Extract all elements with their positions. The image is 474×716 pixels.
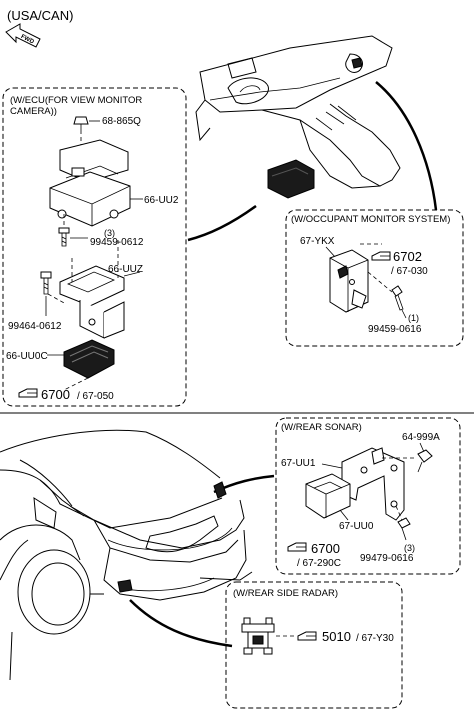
- ecu-title-line1: (W/ECU(FOR VIEW MONITOR: [10, 95, 142, 106]
- region-label: (USA/CAN): [7, 8, 73, 23]
- sonar-group-box: [275, 417, 461, 575]
- radar-ref-sub[interactable]: / 67-Y30: [356, 633, 394, 644]
- label-99479-0616: 99479-0616: [360, 553, 414, 564]
- label-66-uu2: 66-UU2: [144, 195, 179, 206]
- fwd-arrow-icon: FWD: [5, 23, 41, 48]
- label-screw-qty-3: (3): [104, 228, 115, 238]
- ecu-ref-main[interactable]: 6700: [41, 387, 70, 402]
- radar-ref-main[interactable]: 5010: [322, 629, 351, 644]
- label-99459-0612: 99459-0612: [90, 237, 144, 248]
- radar-sensor-part: [241, 617, 275, 655]
- rear-car-illustration: [0, 429, 253, 681]
- pointing-hand-icon: [18, 388, 38, 398]
- label-68-865q: 68-865Q: [102, 116, 141, 127]
- ecu-module-callout: [267, 159, 315, 199]
- screw-99459-0612: [58, 227, 70, 247]
- dashboard-illustration: [195, 35, 401, 189]
- bracket-part: [59, 265, 125, 339]
- pointing-hand-icon: [371, 251, 391, 261]
- leader-radar: [129, 599, 233, 648]
- screw-99479-0616: [397, 517, 411, 541]
- leader-ecu: [187, 204, 257, 242]
- nut-64-999a: [417, 449, 433, 473]
- occupant-screw-qty: (1): [408, 313, 419, 323]
- label-67-ykx: 67-YKX: [300, 236, 335, 247]
- label-67-uu0: 67-UU0: [339, 521, 374, 532]
- label-66-uuz: 66-UUZ: [108, 264, 143, 275]
- pointing-hand-icon: [297, 631, 317, 641]
- label-67-uu1: 67-UU1: [281, 458, 316, 469]
- radar-title: (W/REAR SIDE RADAR): [233, 588, 338, 599]
- occupant-monitor-part: [329, 249, 369, 313]
- ecu-ref-sub[interactable]: / 67-050: [77, 391, 114, 402]
- sonar-ref-sub[interactable]: / 67-290C: [297, 558, 341, 569]
- sonar-ref-main[interactable]: 6700: [311, 541, 340, 556]
- occupant-ref-sub[interactable]: / 67-030: [391, 266, 428, 277]
- bolt-99464-0612: [40, 271, 52, 295]
- pointing-hand-icon: [287, 542, 307, 552]
- ecu-title-line2: CAMERA)): [10, 106, 57, 117]
- sonar-bracket-part: [341, 447, 405, 521]
- label-66-uu0c: 66-UU0C: [6, 351, 48, 362]
- connector-part: [63, 339, 115, 379]
- screw-99459-0616: [391, 285, 404, 311]
- occupant-ref-main[interactable]: 6702: [393, 249, 422, 264]
- radar-group-box: [225, 581, 403, 709]
- label-99464-0612: 99464-0612: [8, 321, 62, 332]
- label-64-999a: 64-999A: [402, 432, 440, 443]
- ecu-unit-part: [49, 139, 131, 227]
- occupant-title: (W/OCCUPANT MONITOR SYSTEM): [291, 214, 450, 225]
- sonar-screw-qty: (3): [404, 543, 415, 553]
- label-99459-0616: 99459-0616: [368, 324, 422, 335]
- sonar-module-part: [305, 473, 351, 519]
- sonar-title: (W/REAR SONAR): [281, 422, 362, 433]
- leader-occupant: [375, 81, 438, 211]
- ecu-group-box: [2, 87, 187, 407]
- fwd-text: FWD: [20, 34, 35, 46]
- clip-part: [73, 116, 89, 130]
